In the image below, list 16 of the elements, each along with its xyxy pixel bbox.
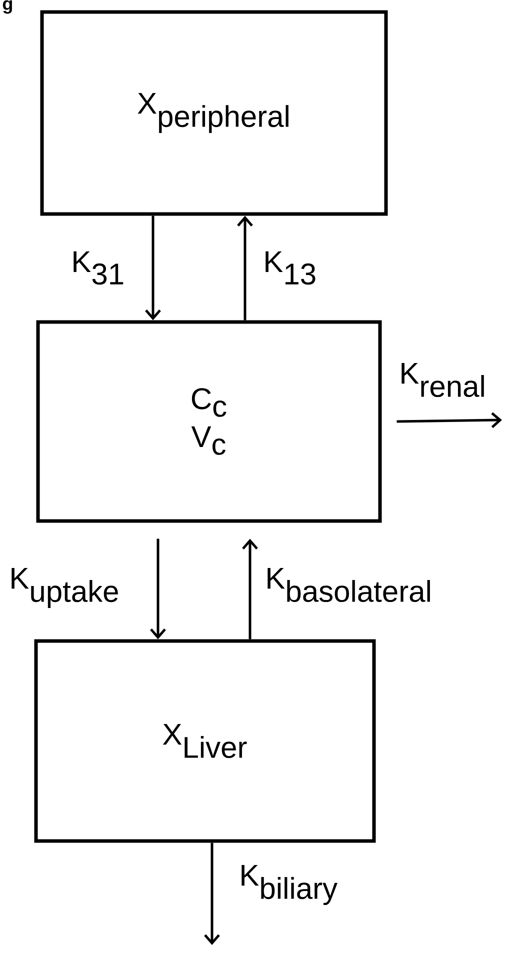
- edge-label: $\textrm{K}_{\textrm{31}}$: [74, 251, 124, 285]
- panel-letter: g: [2, 0, 12, 14]
- arrow: [150, 538, 166, 640]
- edge-label: $\textrm{K}_{\textrm{biliary}}$: [242, 864, 338, 906]
- arrow: [237, 216, 253, 320]
- arrow: [145, 216, 161, 320]
- edge-label: $\textrm{K}_{\textrm{basolateral}}$: [268, 568, 430, 602]
- compartment-box: $\textrm{X}_{\textrm{peripheral}}$: [40, 10, 388, 216]
- compartment-box: $\textrm{C}_{\textrm{c}}$ $\textrm{V}_{\textrm{c}}$: [36, 320, 382, 523]
- edge-label: $\textrm{K}_{\textrm{13}}$: [266, 251, 316, 285]
- edge-label: $\textrm{K}_{\textrm{renal}}$: [402, 362, 484, 398]
- compartment-box: $\textrm{X}_{\textrm{Liver}}$: [34, 639, 376, 843]
- arrow: [242, 538, 258, 640]
- arrow: [204, 842, 220, 945]
- arrow: [396, 412, 502, 428]
- edge-label: $\textrm{K}_{\textrm{uptake}}$: [12, 568, 118, 608]
